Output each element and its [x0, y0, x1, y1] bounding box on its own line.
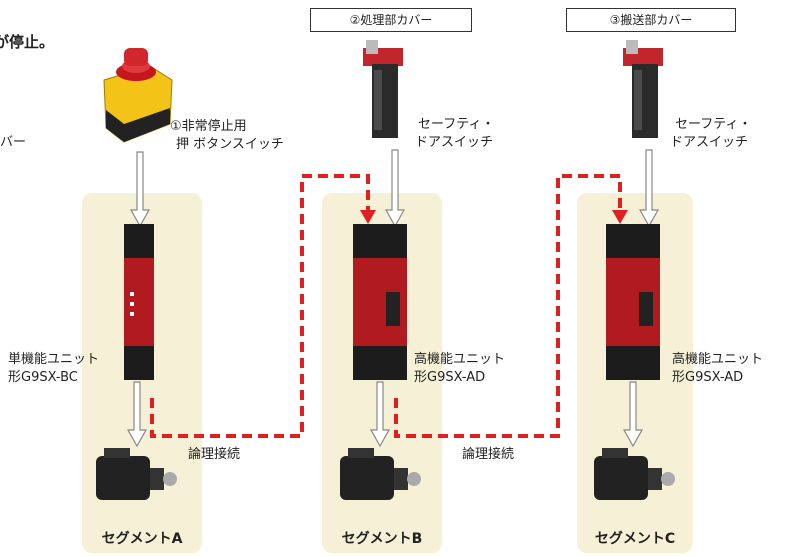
unit-c-name: 高機能ユニット [672, 352, 764, 367]
headline-fragment: が停止。 [0, 33, 55, 51]
door-switch-c-icon [623, 40, 663, 138]
segment-b-label: セグメントB [341, 531, 423, 547]
door-switch-c-line2: ドアスイッチ [670, 135, 749, 150]
unit-a-name: 単機能ユニット [8, 352, 100, 367]
unit-c-icon [606, 224, 660, 380]
unit-a-model: 形G9SX-BC [8, 370, 78, 385]
emergency-stop-switch-icon [103, 48, 173, 143]
unit-c-model: 形G9SX-AD [672, 370, 744, 385]
cover-label-processing: ②処理部カバー [310, 8, 472, 32]
servo-motor-c-icon [594, 448, 675, 500]
door-switch-b-line1: セーフティ・ [418, 117, 495, 132]
logic-link-arrowheads [360, 210, 628, 224]
logic-link-label-2: 論理接続 [462, 447, 515, 462]
unit-b-model: 形G9SX-AD [414, 370, 486, 385]
input-arrows [129, 149, 660, 228]
logic-link-label-1: 論理接続 [188, 447, 241, 462]
estop-label-line1: ①非常停止用 [170, 119, 247, 134]
servo-motor-a-icon [96, 448, 177, 500]
output-arrows [126, 381, 644, 448]
unit-a-icon [124, 224, 154, 380]
unit-b-icon [353, 224, 407, 380]
door-switch-b-line2: ドアスイッチ [415, 135, 494, 150]
segment-a-label: セグメントA [101, 531, 183, 547]
logic-link-lines [150, 174, 622, 438]
unit-b-name: 高機能ユニット [414, 352, 506, 367]
door-switch-c-line1: セーフティ・ [675, 117, 752, 132]
servo-motor-b-icon [340, 448, 421, 500]
estop-label-line2: 押 ボタンスイッチ [176, 137, 284, 152]
door-switch-b-icon [363, 40, 403, 138]
left-partial-text: バー [0, 135, 27, 150]
cover-label-transport: ③搬送部カバー [566, 8, 736, 32]
segment-c-label: セグメントC [594, 531, 676, 547]
